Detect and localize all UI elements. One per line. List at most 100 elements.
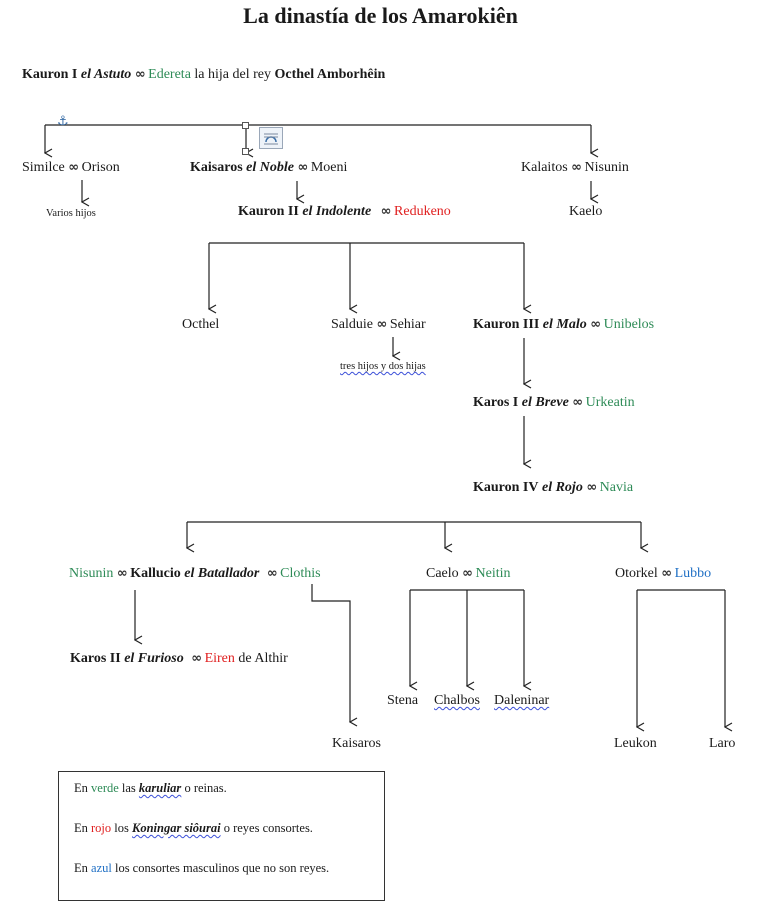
person-daleninar: Daleninar bbox=[494, 693, 549, 709]
legend-consort-kings: En rojo los Koningar siôurai o reyes con… bbox=[74, 820, 313, 836]
legend-text: las bbox=[121, 781, 136, 795]
person-chalbos-label: Chalbos bbox=[434, 693, 480, 708]
root-couple: Kauron I el Astuto ∞ Edereta la hija del… bbox=[22, 67, 385, 83]
spouse-description: la hija del rey bbox=[194, 67, 271, 82]
person-name: Salduie bbox=[331, 317, 373, 332]
spouse-name: Sehiar bbox=[389, 317, 426, 332]
marriage-icon: ∞ bbox=[590, 317, 601, 332]
marriage-icon: ∞ bbox=[571, 160, 582, 175]
legend-text: En bbox=[74, 781, 88, 795]
person-stena: Stena bbox=[387, 693, 419, 708]
legend-color-word: verde bbox=[91, 781, 119, 795]
anchor-icon[interactable]: ⚓ bbox=[57, 114, 69, 129]
person-name: Karos II bbox=[70, 651, 121, 666]
legend-text: los consortes masculinos que no son reye… bbox=[114, 861, 330, 875]
legend-text: En bbox=[74, 861, 88, 875]
queen-name: Nisunin bbox=[69, 566, 114, 581]
male-consort-name: Lubbo bbox=[674, 566, 712, 581]
person-kaisaros: Kaisaros bbox=[332, 736, 381, 751]
epithet: el Breve bbox=[521, 395, 569, 410]
legend-color-word: azul bbox=[91, 861, 112, 875]
couple-karos-i: Karos I el Breve ∞ Urkeatin bbox=[473, 395, 635, 411]
resize-handle[interactable] bbox=[242, 148, 249, 155]
couple-caelo: Caelo ∞ Neitin bbox=[426, 566, 511, 582]
person-name: Kalaitos bbox=[521, 160, 568, 175]
spouse-father: Octhel Amborhêin bbox=[274, 67, 386, 82]
person-octhel: Octhel bbox=[182, 317, 220, 332]
person-chalbos: Chalbos bbox=[434, 693, 480, 709]
legend-text: o reinas. bbox=[184, 781, 227, 795]
epithet: el Furioso bbox=[124, 651, 184, 666]
marriage-icon: ∞ bbox=[191, 651, 202, 666]
marriage-icon: ∞ bbox=[572, 395, 583, 410]
marriage-icon: ∞ bbox=[462, 566, 473, 581]
marriage-icon: ∞ bbox=[380, 204, 392, 219]
spouse-name: Nisunin bbox=[584, 160, 629, 175]
person-name: Otorkel bbox=[615, 566, 658, 581]
legend-term: Koningar siôurai bbox=[132, 821, 221, 835]
queen-name: Edereta bbox=[148, 67, 191, 82]
epithet: el Batallador bbox=[184, 566, 260, 581]
couple-karos-ii: Karos II el Furioso ∞ Eiren de Althir bbox=[70, 651, 288, 667]
legend-queens: En verde las karuliar o reinas. bbox=[74, 780, 227, 796]
person-laro: Laro bbox=[709, 736, 736, 751]
couple-kalaitos: Kalaitos ∞ Nisunin bbox=[521, 160, 629, 176]
resize-handle[interactable] bbox=[242, 122, 249, 129]
couple-kauron-iii: Kauron III el Malo ∞ Unibelos bbox=[473, 317, 654, 333]
spouse-description: de Althir bbox=[238, 651, 288, 666]
couple-kallucio: Nisunin ∞ Kallucio el Batallador ∞ Cloth… bbox=[69, 566, 321, 582]
consort-king-name: Redukeno bbox=[394, 204, 451, 219]
person-daleninar-label: Daleninar bbox=[494, 693, 550, 708]
epithet: el Noble bbox=[246, 160, 294, 175]
marriage-icon: ∞ bbox=[586, 480, 597, 495]
person-name: Kauron II bbox=[238, 204, 299, 219]
queen-name: Unibelos bbox=[603, 317, 655, 332]
layout-options-icon[interactable] bbox=[259, 127, 283, 149]
couple-kauron-ii: Kauron II el Indolente ∞ Redukeno bbox=[238, 204, 451, 220]
person-name: Kallucio bbox=[130, 566, 181, 581]
couple-kauron-iv: Kauron IV el Rojo ∞ Navia bbox=[473, 480, 633, 496]
legend-term: karuliar bbox=[138, 781, 182, 795]
legend-text: En bbox=[74, 821, 88, 835]
queen-name: Neitin bbox=[475, 566, 511, 581]
queen-name: Clothis bbox=[280, 566, 321, 581]
legend-male-consorts: En azul los consortes masculinos que no … bbox=[74, 860, 329, 876]
legend-text: o reyes consortes. bbox=[223, 821, 313, 835]
person-name: Kaisaros bbox=[190, 160, 243, 175]
marriage-icon: ∞ bbox=[297, 160, 308, 175]
person-kaelo: Kaelo bbox=[569, 204, 603, 219]
epithet: el Rojo bbox=[541, 480, 583, 495]
marriage-icon: ∞ bbox=[376, 317, 388, 332]
person-name: Kauron I bbox=[22, 67, 78, 82]
queen-name: Navia bbox=[599, 480, 634, 495]
person-name: Kauron IV bbox=[473, 480, 539, 495]
children-note-text: tres hijos y dos hijas bbox=[340, 361, 426, 372]
legend-text: los bbox=[114, 821, 129, 835]
spouse-name: Moeni bbox=[310, 160, 348, 175]
person-name: Similce bbox=[22, 160, 65, 175]
marriage-icon: ∞ bbox=[68, 160, 79, 175]
epithet: el Astuto bbox=[80, 67, 132, 82]
consort-king-name: Eiren bbox=[204, 651, 235, 666]
couple-salduie: Salduie ∞ Sehiar bbox=[331, 317, 426, 333]
marriage-icon: ∞ bbox=[266, 566, 278, 581]
person-name: Kauron III bbox=[473, 317, 540, 332]
couple-otorkel: Otorkel ∞ Lubbo bbox=[615, 566, 711, 582]
epithet: el Malo bbox=[542, 317, 587, 332]
marriage-icon: ∞ bbox=[661, 566, 672, 581]
spouse-name: Orison bbox=[81, 160, 120, 175]
couple-kaisaros: Kaisaros el Noble ∞ Moeni bbox=[190, 160, 347, 176]
marriage-icon: ∞ bbox=[134, 67, 146, 82]
person-name: Karos I bbox=[473, 395, 519, 410]
children-note: Varios hijos bbox=[46, 208, 96, 219]
legend-color-word: rojo bbox=[91, 821, 112, 835]
children-note: tres hijos y dos hijas bbox=[340, 359, 426, 375]
couple-similce: Similce ∞ Orison bbox=[22, 160, 120, 176]
queen-name: Urkeatin bbox=[585, 395, 635, 410]
marriage-icon: ∞ bbox=[116, 566, 128, 581]
person-name: Caelo bbox=[426, 566, 459, 581]
page-title: La dinastía de los Amarokiên bbox=[243, 3, 518, 28]
epithet: el Indolente bbox=[302, 204, 372, 219]
person-leukon: Leukon bbox=[614, 736, 657, 751]
